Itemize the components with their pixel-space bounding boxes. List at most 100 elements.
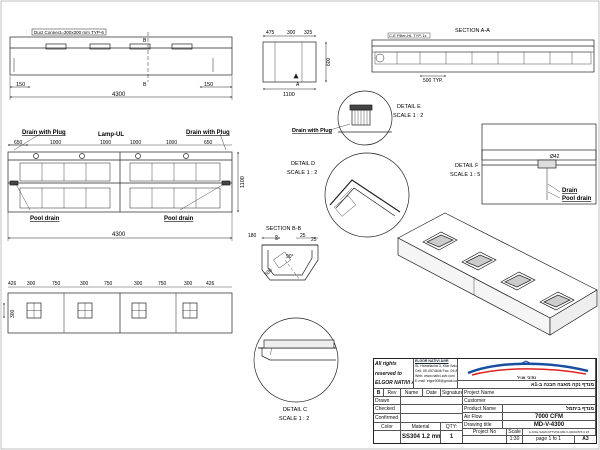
pool-drain-right: Pool drain bbox=[164, 216, 194, 222]
confirmed-label: Confirmed bbox=[374, 414, 401, 423]
file-code: A-KOH-SAMI-NTTVN3-MD-V-4300-PRT-0.15 bbox=[523, 429, 596, 436]
top-dim-left: 150 bbox=[16, 82, 25, 88]
project-name-label: Project Name bbox=[463, 389, 596, 397]
section-bb-dim-4: 25 bbox=[311, 237, 317, 243]
detail-f-drain: Drain bbox=[562, 188, 578, 194]
qty-value: 1 bbox=[441, 431, 463, 443]
side-dim-1: 475 bbox=[266, 30, 275, 36]
front-dim-total: 4300 bbox=[112, 232, 126, 238]
filter-tag: C-E Filter-HL TYP-1x bbox=[389, 33, 427, 38]
front-dim-2: 1000 bbox=[50, 140, 61, 146]
customer-label: Customer bbox=[463, 397, 596, 405]
duct-connect-label: Duct Connect=300x300 mm TYP-6 bbox=[34, 30, 104, 35]
color-label: Color bbox=[374, 423, 401, 431]
detail-d-label: DETAIL D bbox=[291, 161, 315, 167]
product-name-value: מנדף ביתמל bbox=[503, 405, 596, 413]
qty-label: QTY: bbox=[441, 423, 463, 431]
section-bb-dim-2: 60 bbox=[274, 234, 279, 240]
drain-plug-label-e: Drain with Plug bbox=[292, 128, 332, 134]
bottom-side-dim: 300 bbox=[10, 309, 16, 318]
bottom-dim-3: 750 bbox=[52, 281, 61, 287]
name-header: Name bbox=[401, 389, 423, 397]
detail-f-diameter: Ø42 bbox=[550, 154, 560, 160]
section-marker-b-bottom: B bbox=[143, 82, 147, 88]
logo-area bbox=[458, 359, 596, 381]
front-dim-6: 650 bbox=[204, 140, 213, 146]
top-dim-right: 150 bbox=[204, 82, 213, 88]
detail-d bbox=[324, 152, 410, 238]
sheet-size: A3 bbox=[582, 436, 589, 442]
side-dim-3: 325 bbox=[304, 30, 313, 36]
detail-e bbox=[337, 90, 393, 146]
section-aa-title: SECTION A-A bbox=[455, 28, 490, 34]
section-marker-a: A bbox=[296, 82, 300, 88]
section-bb-dim-diag: 500 bbox=[263, 267, 273, 277]
date-header: Date bbox=[423, 389, 441, 397]
bottom-dim-1: 426 bbox=[8, 281, 17, 287]
section-bb-dim-3: 25 bbox=[300, 233, 306, 239]
scale-label: Scale bbox=[507, 429, 523, 436]
bottom-dim-4: 300 bbox=[80, 281, 89, 287]
rev-letter: B bbox=[374, 389, 384, 397]
lamp-label: Lamp-UL bbox=[98, 132, 124, 138]
side-dim-width: 1100 bbox=[283, 92, 295, 98]
side-dim-2: 300 bbox=[287, 30, 296, 36]
detail-f-label: DETAIL F bbox=[455, 163, 479, 169]
front-view bbox=[7, 133, 239, 241]
side-dim-height: 600 bbox=[326, 57, 332, 66]
front-dim-5: 1000 bbox=[166, 140, 177, 146]
detail-f-pool-drain: Pool drain bbox=[562, 196, 592, 202]
bottom-dim-2: 300 bbox=[27, 281, 36, 287]
bottom-dim-5: 750 bbox=[104, 281, 113, 287]
checked-label: Checked bbox=[374, 405, 401, 414]
air-flow-value: 7000 CFM bbox=[503, 413, 596, 421]
bottom-dim-9: 426 bbox=[206, 281, 215, 287]
page-value: page 1 fo 1 bbox=[523, 436, 575, 443]
drawing-title-value: MD-V-4300 bbox=[503, 421, 596, 429]
section-aa-dim: 500 TYP. bbox=[423, 78, 443, 84]
isometric-view bbox=[397, 212, 598, 336]
product-name-label: Product Name bbox=[463, 405, 503, 413]
title-block: All rights reserved to ELGOR NATIVI AVIR… bbox=[373, 358, 597, 444]
bottom-dim-7: 750 bbox=[158, 281, 167, 287]
pool-drain-left: Pool drain bbox=[30, 216, 60, 222]
section-bb bbox=[261, 237, 319, 281]
signature-header: Signature bbox=[441, 389, 463, 397]
front-dim-height: 1100 bbox=[240, 176, 246, 188]
top-view bbox=[9, 32, 233, 100]
rev-header: Rev bbox=[384, 389, 401, 397]
front-dim-3: 1000 bbox=[100, 140, 111, 146]
air-flow-label: Air Flow bbox=[463, 413, 503, 421]
front-drain-left: Drain with Plug bbox=[22, 130, 66, 136]
detail-c bbox=[253, 317, 339, 403]
top-dim-total: 4300 bbox=[112, 92, 126, 98]
scale-value: 1:30 bbox=[507, 436, 523, 443]
company-name: ELGOR NATIVI AVIR bbox=[374, 378, 414, 389]
front-dim-4: 1000 bbox=[130, 140, 141, 146]
brand-name: נתיבי אוויר bbox=[458, 375, 596, 381]
section-bb-dim-1: 180 bbox=[248, 233, 257, 239]
bottom-view bbox=[3, 286, 233, 334]
detail-f bbox=[481, 123, 597, 205]
bottom-dim-6: 300 bbox=[134, 281, 143, 287]
bottom-dim-8: 300 bbox=[184, 281, 193, 287]
company-info: ELGOR NATIVI AVIR St. Hamelacha 3, Kfar … bbox=[414, 359, 458, 389]
detail-d-scale: SCALE 1 : 2 bbox=[287, 170, 317, 176]
logo-icon bbox=[467, 360, 589, 376]
description-hebrew: מנדף נקה מאצה חבנה ב-1א bbox=[458, 381, 596, 389]
detail-c-label: DETAIL C bbox=[283, 407, 307, 413]
detail-c-scale: SCALE 1 : 2 bbox=[279, 416, 309, 422]
front-dim-1: 650 bbox=[14, 140, 23, 146]
drawing-title-label: Drawing title bbox=[463, 421, 503, 429]
section-bb-title: SECTION B-B bbox=[266, 226, 301, 232]
project-no-label: Project No bbox=[463, 429, 507, 436]
material-value: SS304 1.2 mm bbox=[401, 431, 441, 443]
detail-e-scale: SCALE 1 : 2 bbox=[393, 113, 423, 119]
detail-f-scale: SCALE 1 : 5 bbox=[450, 172, 480, 178]
detail-e-label: DETAIL E bbox=[397, 104, 421, 110]
material-label: Material bbox=[401, 423, 441, 431]
drawn-label: Drawn bbox=[374, 397, 401, 405]
section-aa bbox=[371, 39, 595, 77]
side-view bbox=[262, 35, 327, 90]
